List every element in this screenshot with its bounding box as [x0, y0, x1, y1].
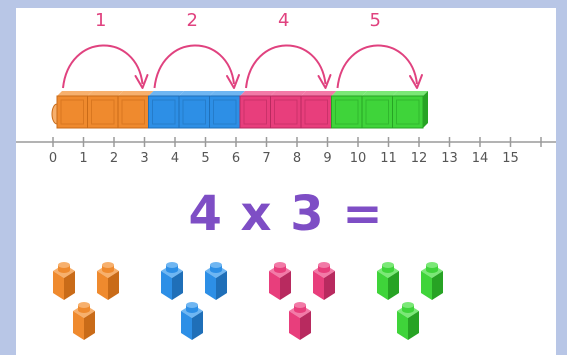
cube-groups [53, 262, 443, 340]
tick-label: 11 [380, 151, 397, 166]
cube-top [179, 91, 215, 96]
jump-label: 2 [187, 10, 198, 31]
cube [118, 96, 149, 128]
cube-side [423, 91, 428, 128]
tick-label: 13 [441, 151, 458, 166]
block [289, 302, 311, 340]
block-stud [318, 262, 330, 268]
block [161, 262, 183, 300]
cube-group [377, 262, 443, 340]
block-stud [382, 262, 394, 268]
block-stud [402, 302, 414, 308]
cube-group [161, 262, 227, 340]
cube [301, 96, 332, 128]
block-stud [210, 262, 222, 268]
cube-top [332, 91, 368, 96]
cube-top [118, 91, 154, 96]
jump-label: 5 [370, 10, 381, 31]
tick-label: 7 [262, 151, 270, 166]
jump-arc [246, 45, 326, 88]
cube [88, 96, 119, 128]
tick-label: 0 [49, 151, 57, 166]
block-stud [78, 302, 90, 308]
cube [149, 96, 180, 128]
cube-top [88, 91, 124, 96]
tick-label: 10 [350, 151, 367, 166]
block [97, 262, 119, 300]
cube [393, 96, 424, 128]
block [181, 302, 203, 340]
block [397, 302, 419, 340]
tick-label: 2 [110, 151, 118, 166]
cube-group [269, 262, 335, 340]
tick-label: 3 [140, 151, 148, 166]
block [53, 262, 75, 300]
tick-label: 8 [293, 151, 301, 166]
cube [362, 96, 393, 128]
tick-label: 12 [411, 151, 428, 166]
block-stud [294, 302, 306, 308]
jump-arc [155, 45, 235, 88]
cube-top [271, 91, 307, 96]
block-stud [166, 262, 178, 268]
block-stud [58, 262, 70, 268]
block [73, 302, 95, 340]
tick-label: 5 [201, 151, 209, 166]
block-stud [274, 262, 286, 268]
block [421, 262, 443, 300]
cube-top [149, 91, 185, 96]
block-stud [102, 262, 114, 268]
cube [57, 96, 88, 128]
number-line: 0123456789101112131415 [16, 137, 556, 166]
cube-top [210, 91, 246, 96]
cube-top [240, 91, 276, 96]
cube-bar [52, 91, 428, 128]
jump-arc [63, 45, 143, 88]
tick-label: 4 [171, 151, 179, 166]
tick-label: 14 [472, 151, 489, 166]
cube [240, 96, 271, 128]
cube [332, 96, 363, 128]
cube-group [53, 262, 119, 340]
cube [179, 96, 210, 128]
jump-label: 4 [278, 10, 289, 31]
cube-top [57, 91, 93, 96]
jump-label: 1 [95, 10, 106, 31]
tick-label: 1 [79, 151, 87, 166]
cube-top [301, 91, 337, 96]
block-stud [186, 302, 198, 308]
tick-label: 15 [502, 151, 519, 166]
content-panel: 1245 0123456789101112131415 4 x 3 = [16, 8, 556, 355]
cube [210, 96, 241, 128]
block [205, 262, 227, 300]
block [313, 262, 335, 300]
cube-top [362, 91, 398, 96]
block-stud [426, 262, 438, 268]
tick-label: 6 [232, 151, 240, 166]
equation-text: 4 x 3 = [16, 186, 556, 242]
tick-label: 9 [323, 151, 331, 166]
number-line-illustration: 1245 0123456789101112131415 [16, 8, 556, 355]
jump-arc [338, 45, 418, 88]
block [269, 262, 291, 300]
block [377, 262, 399, 300]
cube-top [393, 91, 429, 96]
jump-arcs: 1 2 4 5 [63, 10, 422, 88]
cube [271, 96, 302, 128]
